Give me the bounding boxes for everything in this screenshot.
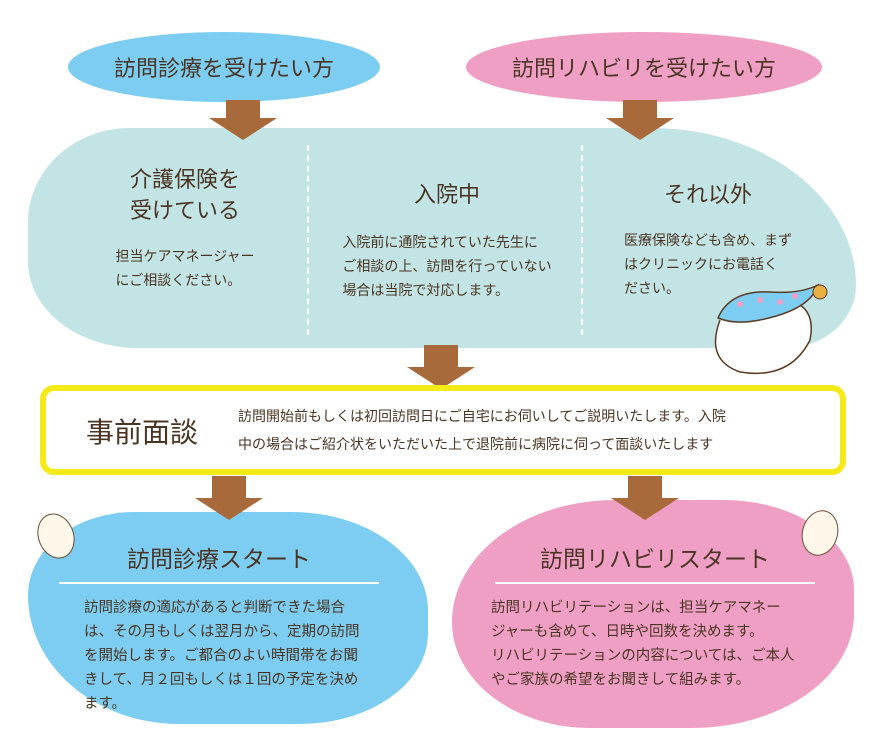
home-care-start: 訪問診療スタート 訪問診療の適応があると判断できた場合 は、その月もしくは翌月か… bbox=[44, 540, 394, 716]
start-body: 訪問リハビリテーションは、担当ケアマネー ジャーも含めて、日時や回数を決めます。… bbox=[475, 596, 835, 692]
arrow-down-icon bbox=[195, 476, 263, 520]
start-title: 訪問診療スタート bbox=[127, 547, 311, 573]
body-line: を開始します。ご都合のよい時間帯をお聞 bbox=[84, 648, 359, 664]
body-line: 訪問診療の適応があると判断できた場合 bbox=[84, 600, 345, 616]
pre-interview-body: 訪問開始前もしくは初回訪問日にご自宅にお伺いしてご説明いたします。入院 中の場合… bbox=[238, 403, 726, 459]
case-other: それ以外 医療保険なども含め、まずはクリニックにお電話ください。 bbox=[598, 180, 818, 301]
rehab-start: 訪問リハビリスタート 訪問リハビリテーションは、担当ケアマネー ジャーも含めて、… bbox=[475, 540, 835, 692]
case-body: 担当ケアマネージャーにご相談ください。 bbox=[115, 245, 254, 293]
arrow-down-icon bbox=[606, 100, 674, 140]
body-line: ご相談の上、訪問を行っていない bbox=[342, 259, 552, 275]
rehab-pill: 訪問リハビリを受けたい方 bbox=[466, 32, 822, 102]
body-line: ます。 bbox=[84, 696, 127, 712]
body-line: リハビリテーションの内容については、ご本人 bbox=[491, 648, 795, 664]
pre-interview-title: 事前面談 bbox=[86, 416, 199, 449]
body-line: は、その月もしくは翌月から、定期の訪問 bbox=[84, 624, 360, 640]
case-body: 入院前に通院されていた先生にご相談の上、訪問を行っていない場合は当院で対応します… bbox=[342, 231, 551, 303]
arrow-down-icon bbox=[611, 476, 679, 520]
case-title: それ以外 bbox=[663, 183, 752, 208]
body-line: 入院前に通院されていた先生に bbox=[342, 235, 538, 251]
home-care-start-panel bbox=[28, 512, 428, 724]
body-line: 中の場合はご紹介状をいただいた上で退院前に病院に伺って面談いたします bbox=[238, 437, 714, 453]
body-line: きして、月２回もしくは１回の予定を決め bbox=[84, 672, 359, 688]
case-body: 医療保険なども含め、まずはクリニックにお電話ください。 bbox=[624, 229, 792, 301]
case-title: 介護保険を受けている bbox=[70, 165, 300, 227]
divider bbox=[581, 145, 583, 335]
title-line: 介護保険を bbox=[129, 168, 240, 193]
body-line: 担当ケアマネージャー bbox=[115, 249, 255, 265]
title-line: 受けている bbox=[129, 199, 240, 224]
start-body: 訪問診療の適応があると判断できた場合 は、その月もしくは翌月から、定期の訪問 を… bbox=[44, 596, 394, 716]
case-care-insurance: 介護保険を受けている 担当ケアマネージャーにご相談ください。 bbox=[70, 165, 300, 293]
rehab-start-panel bbox=[452, 500, 854, 728]
body-line: 医療保険なども含め、まず bbox=[624, 233, 792, 249]
body-line: ジャーも含めて、日時や回数を決めます。 bbox=[491, 624, 764, 640]
body-line: 訪問リハビリテーションは、担当ケアマネー bbox=[491, 600, 781, 616]
body-line: 場合は当院で対応します。 bbox=[342, 283, 509, 299]
case-title: 入院中 bbox=[413, 183, 480, 208]
start-title: 訪問リハビリスタート bbox=[540, 547, 770, 573]
pre-interview-box: 事前面談 訪問開始前もしくは初回訪問日にご自宅にお伺いしてご説明いたします。入院… bbox=[40, 385, 846, 475]
divider bbox=[307, 145, 309, 335]
body-line: にご相談ください。 bbox=[115, 273, 242, 289]
case-hospitalized: 入院中 入院前に通院されていた先生にご相談の上、訪問を行っていない場合は当院で対… bbox=[316, 180, 578, 303]
arrow-down-icon bbox=[407, 345, 475, 389]
cases-panel bbox=[28, 128, 856, 348]
home-care-label: 訪問診療を受けたい方 bbox=[113, 57, 334, 82]
divider bbox=[495, 582, 815, 584]
home-care-pill: 訪問診療を受けたい方 bbox=[68, 32, 380, 102]
body-line: ださい。 bbox=[624, 281, 680, 297]
body-line: 訪問開始前もしくは初回訪問日にご自宅にお伺いしてご説明いたします。入院 bbox=[238, 409, 726, 425]
rehab-label: 訪問リハビリを受けたい方 bbox=[511, 57, 776, 82]
arrow-down-icon bbox=[209, 100, 277, 140]
ghost-in-cap-illustration bbox=[714, 283, 828, 375]
body-line: やご家族の希望をお聞きして組みます。 bbox=[491, 672, 751, 688]
body-line: はクリニックにお電話く bbox=[624, 257, 778, 273]
divider bbox=[59, 582, 379, 584]
